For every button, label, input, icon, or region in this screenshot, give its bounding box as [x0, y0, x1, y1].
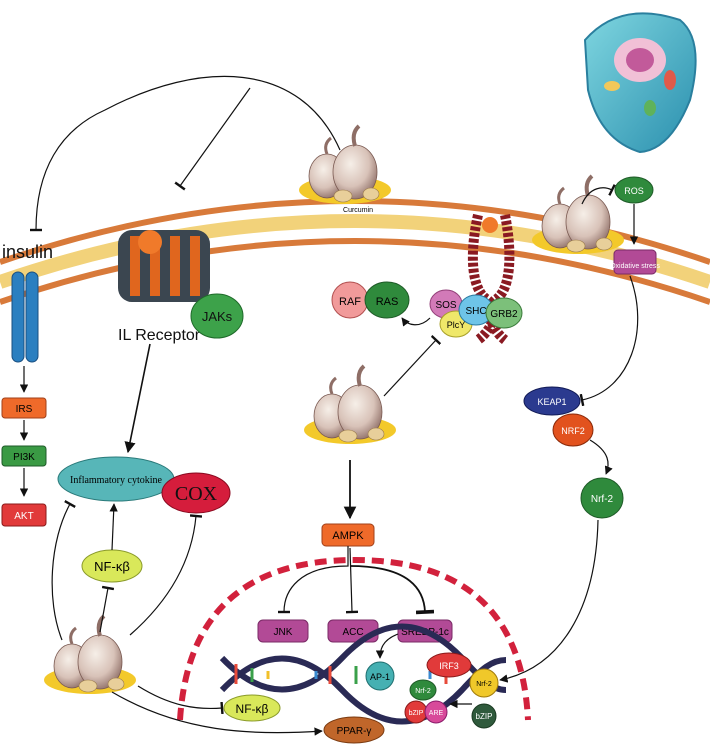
acc-node: ACC	[327, 619, 379, 643]
garlic-bulb-icon	[530, 174, 626, 256]
svg-text:AMPK: AMPK	[332, 530, 364, 542]
nrf2-free-node: Nrf-2	[580, 477, 624, 519]
svg-text:NF-κβ: NF-κβ	[236, 702, 269, 716]
pathway-edges	[19, 75, 639, 736]
irf3-node: IRF3	[426, 652, 472, 678]
il-receptor-label: IL Receptor	[118, 327, 201, 344]
svg-text:Nrf-2: Nrf-2	[415, 688, 431, 695]
bzip-node: bZIP	[471, 703, 497, 729]
svg-text:ACC: ACC	[342, 627, 363, 638]
cox-node: COX	[161, 472, 231, 514]
svg-text:RAS: RAS	[376, 296, 399, 308]
insulin-receptor-icon	[11, 271, 39, 363]
nrf2-nuclear-node: Nrf-2	[469, 668, 499, 698]
ap1-node: AP-1	[365, 661, 395, 691]
svg-text:NF-κβ: NF-κβ	[94, 559, 130, 574]
grb2-node: GRB2	[485, 297, 523, 329]
tyrosine-kinase-receptor-icon	[467, 213, 515, 345]
svg-text:PPAR-γ: PPAR-γ	[337, 726, 372, 737]
svg-text:JNK: JNK	[274, 627, 293, 638]
cell-icon	[583, 12, 697, 154]
inflammatory-cytokine-node: Inflammatory cytokine	[57, 456, 175, 502]
svg-text:SHC: SHC	[465, 306, 486, 317]
svg-text:AKT: AKT	[14, 511, 33, 522]
nuclear-envelope	[177, 556, 531, 721]
oxidative-stress-node: Oxidative stress	[610, 249, 660, 275]
ras-node: RAS	[364, 281, 410, 319]
pi3k-node: PI3K	[1, 445, 47, 467]
svg-text:Nrf-2: Nrf-2	[591, 494, 614, 505]
svg-text:SOS: SOS	[435, 300, 456, 311]
svg-text:bZIP: bZIP	[409, 710, 424, 717]
svg-text:Inflammatory cytokine: Inflammatory cytokine	[70, 475, 162, 486]
il-receptor-icon	[118, 230, 210, 302]
svg-text:RAF: RAF	[339, 296, 361, 308]
nfkb-lower-node: NF-κβ	[223, 694, 281, 722]
svg-text:bZIP: bZIP	[476, 712, 493, 721]
svg-text:GRB2: GRB2	[490, 309, 518, 320]
svg-text:JAKs: JAKs	[202, 309, 233, 324]
nfkb-upper-node: NF-κβ	[81, 549, 143, 583]
nrf2-node: NRF2	[552, 413, 594, 447]
svg-text:AP-1: AP-1	[370, 672, 390, 682]
svg-text:ROS: ROS	[624, 186, 644, 196]
svg-text:PI3K: PI3K	[13, 452, 35, 463]
akt-node: AKT	[1, 503, 47, 527]
raf-node: RAF	[331, 281, 369, 319]
svg-text:KEAP1: KEAP1	[537, 397, 566, 407]
garlic-bulb-icon	[297, 124, 393, 206]
irs-node: IRS	[1, 397, 47, 419]
svg-text:Oxidative stress: Oxidative stress	[610, 263, 660, 270]
jnk-node: JNK	[257, 619, 309, 643]
svg-text:IRF3: IRF3	[439, 661, 459, 671]
insulin-label: insulin	[2, 242, 53, 262]
curcumin-label: Curcumin	[343, 207, 373, 214]
nrf2-dna-node: Nrf-2	[409, 679, 437, 701]
svg-text:ARE: ARE	[429, 710, 444, 717]
garlic-bulb-icon	[302, 364, 398, 446]
bzip-small-node: bZIP	[404, 700, 428, 724]
ampk-node: AMPK	[321, 523, 375, 547]
ppar-node: PPAR-γ	[323, 716, 385, 744]
ros-node: ROS	[614, 176, 654, 204]
svg-text:NRF2: NRF2	[561, 426, 585, 436]
svg-text:Nrf-2: Nrf-2	[476, 681, 492, 688]
svg-text:COX: COX	[175, 483, 218, 505]
svg-text:IRS: IRS	[16, 404, 33, 415]
jaks-node: JAKs	[190, 293, 244, 339]
are-node: ARE	[424, 700, 448, 724]
svg-text:PlcY: PlcY	[447, 320, 466, 330]
keap1-node: KEAP1	[523, 386, 581, 416]
